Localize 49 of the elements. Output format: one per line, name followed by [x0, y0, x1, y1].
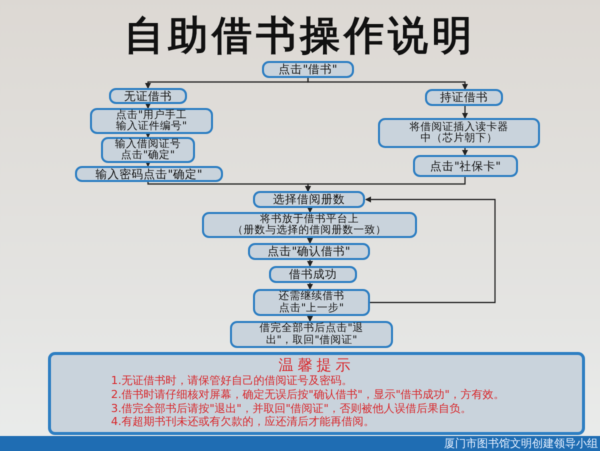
step-text: 还需继续借书点击"上一步": [278, 291, 345, 314]
arrow: [145, 132, 151, 138]
step-box: [425, 89, 503, 106]
arrow: [307, 238, 313, 244]
arrow: [307, 283, 313, 290]
step-text: 持证借书: [440, 91, 488, 104]
step-box: [75, 166, 223, 182]
arrow: [307, 78, 468, 90]
step-text: 将借阅证插入读卡器中（芯片朝下）: [408, 122, 510, 144]
notice-item: 2.借书时请仔细核对屏幕，确定无误后按"确认借书"，显示"借书成功"，方有效。: [111, 388, 505, 402]
step-box: [378, 118, 540, 148]
step-box: [253, 191, 365, 208]
step-text: （册数与选择的借阅册数一致）: [232, 225, 386, 236]
step-text: 无证借书: [124, 90, 172, 102]
title: 自助借书操作说明: [123, 14, 477, 58]
step-text: 点击"确认借书": [268, 245, 350, 258]
step-text: 输入借阅证号点击"确定": [114, 138, 182, 162]
arrow: [462, 106, 468, 119]
step-box: [253, 289, 370, 316]
notice-heading: 温馨提示: [278, 356, 354, 374]
arrow: [307, 207, 313, 213]
notice-item: 1.无证借书时，请保管好自己的借阅证号及密码。: [111, 374, 352, 388]
step-box: [413, 155, 518, 177]
step-box: [269, 266, 357, 283]
step-box: [262, 61, 354, 78]
notice-item: 4.有超期书刊未还或有欠款的，应还清后才能再借阅。: [111, 415, 374, 429]
step-text: 点击"借书": [278, 63, 338, 76]
step-text: 点击"用户手工输入证件编号": [115, 110, 188, 132]
arrow: [145, 103, 151, 109]
arrow: [365, 196, 496, 304]
arrow: [307, 316, 313, 322]
step-text: 输入密码点击"确定": [96, 168, 202, 180]
arrow: [305, 177, 466, 192]
step-text: 借书成功: [289, 268, 337, 281]
step-text: 借完全部书后点击"退出"，取回"借阅证": [259, 323, 364, 346]
step-text: 选择借阅册数: [273, 193, 345, 206]
step-text: 将书放于借书平台上: [260, 214, 359, 225]
step-box: [230, 321, 393, 348]
arrow: [145, 161, 151, 167]
notice-panel: [48, 352, 585, 435]
step-text: 点击"社保卡": [430, 160, 501, 172]
arrow: [307, 260, 313, 267]
step-box: [202, 212, 417, 238]
step-box: [109, 88, 187, 104]
step-box: [101, 137, 195, 163]
arrow: [462, 148, 468, 156]
step-box: [90, 108, 213, 134]
notice-item: 3.借完全部书后请按"退出"，并取回"借阅证"，否则被他人误借后果自负。: [111, 402, 472, 416]
step-box: [248, 243, 370, 260]
